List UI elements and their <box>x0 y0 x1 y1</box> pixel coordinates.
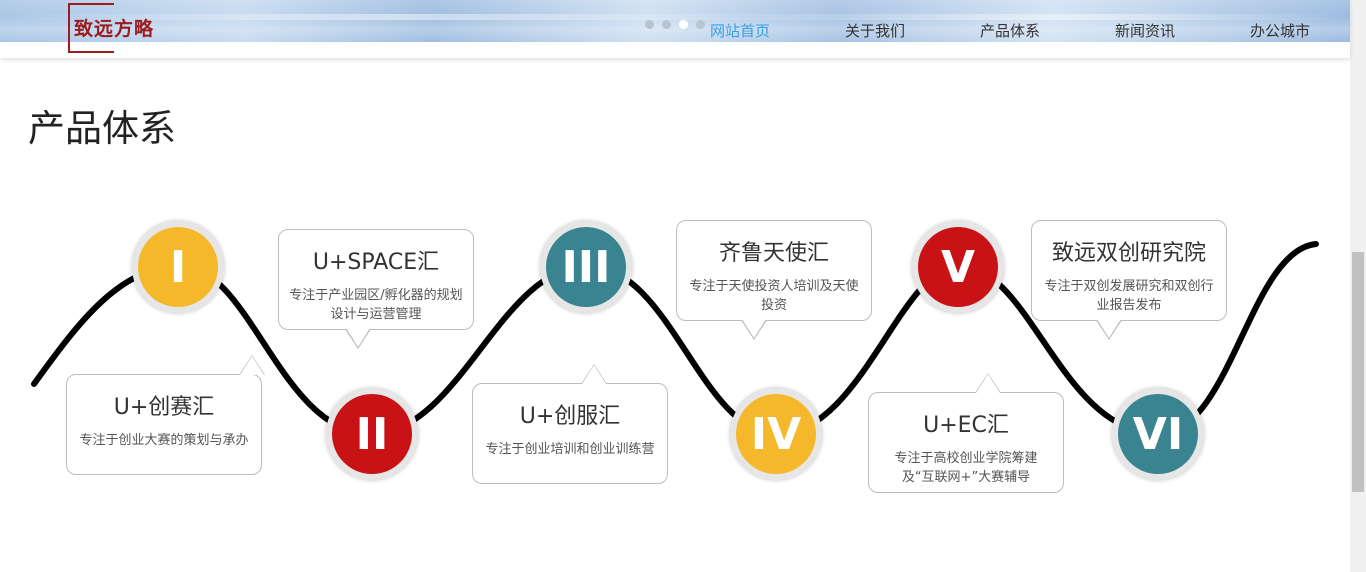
step-5-desc: 专注于高校创业学院筹建及“互联网+”大赛辅导 <box>894 451 1038 485</box>
card-pointer <box>975 373 1001 393</box>
step-2-card[interactable]: U+SPACE汇 专注于产业园区/孵化器的规划设计与运营管理 <box>278 229 474 349</box>
card-pointer <box>345 328 371 349</box>
step-1-desc: 专注于创业大赛的策划与承办 <box>79 433 249 448</box>
carousel-dot[interactable] <box>662 20 671 29</box>
step-4-desc: 专注于天使投资人培训及天使投资 <box>689 279 859 313</box>
step-2-badge[interactable]: II <box>326 388 418 480</box>
card-pointer <box>239 355 265 375</box>
main-nav: 网站首页 关于我们 产品体系 新闻资讯 办公城市 <box>0 20 1350 44</box>
card-pointer <box>741 319 767 340</box>
step-5-card[interactable]: U+EC汇 专注于高校创业学院筹建及“互联网+”大赛辅导 <box>868 373 1064 493</box>
step-3-desc: 专注于创业培训和创业训练营 <box>485 442 655 457</box>
nav-item-cities[interactable]: 办公城市 <box>1250 22 1311 40</box>
step-6-badge[interactable]: VI <box>1112 388 1204 480</box>
step-2-title: U+SPACE汇 <box>312 250 440 275</box>
carousel-dot-active[interactable] <box>679 20 688 29</box>
step-3-badge[interactable]: III <box>540 221 632 313</box>
step-6-card[interactable]: 致远双创研究院 专注于双创发展研究和双创行业报告发布 <box>1031 220 1227 340</box>
step-5-title: U+EC汇 <box>923 413 1009 438</box>
step-2-desc: 专注于产业园区/孵化器的规划设计与运营管理 <box>289 288 463 322</box>
step-4-badge[interactable]: IV <box>730 388 822 480</box>
step-2-numeral: II <box>332 394 412 474</box>
step-6-title: 致远双创研究院 <box>1051 241 1206 266</box>
step-1-title: U+创赛汇 <box>113 395 215 420</box>
carousel-dot[interactable] <box>645 20 654 29</box>
section-title: 产品体系 <box>28 107 176 150</box>
step-5-numeral: V <box>918 227 998 307</box>
step-1-numeral: I <box>138 227 218 307</box>
logo[interactable]: 致远方略 <box>74 18 155 40</box>
step-1-badge[interactable]: I <box>132 221 224 313</box>
header-banner <box>0 0 1350 42</box>
carousel-dot[interactable] <box>696 20 705 29</box>
page-scrollbar-thumb[interactable] <box>1352 252 1364 492</box>
step-3-card[interactable]: U+创服汇 专注于创业培训和创业训练营 <box>472 364 668 484</box>
logo-frame-bottom <box>68 51 114 53</box>
card-pointer <box>1096 319 1122 340</box>
step-4-title: 齐鲁天使汇 <box>718 241 829 266</box>
step-1-card[interactable]: U+创赛汇 专注于创业大赛的策划与承办 <box>66 355 265 475</box>
site-header: 致远方略 网站首页 关于我们 产品体系 新闻资讯 办公城市 <box>0 0 1350 58</box>
nav-item-news[interactable]: 新闻资讯 <box>1115 22 1176 40</box>
step-3-title: U+创服汇 <box>519 404 621 429</box>
logo-frame[interactable] <box>68 3 114 53</box>
carousel-dots <box>645 20 705 29</box>
step-6-desc: 专注于双创发展研究和双创行业报告发布 <box>1044 279 1214 313</box>
step-4-card[interactable]: 齐鲁天使汇 专注于天使投资人培训及天使投资 <box>676 220 872 340</box>
nav-item-about[interactable]: 关于我们 <box>845 22 906 40</box>
step-4-numeral: IV <box>736 394 816 474</box>
nav-item-home[interactable]: 网站首页 <box>710 22 771 40</box>
nav-item-products[interactable]: 产品体系 <box>980 22 1041 40</box>
step-5-badge[interactable]: V <box>912 221 1004 313</box>
step-3-numeral: III <box>546 227 626 307</box>
step-6-numeral: VI <box>1118 394 1198 474</box>
card-pointer <box>581 364 607 384</box>
